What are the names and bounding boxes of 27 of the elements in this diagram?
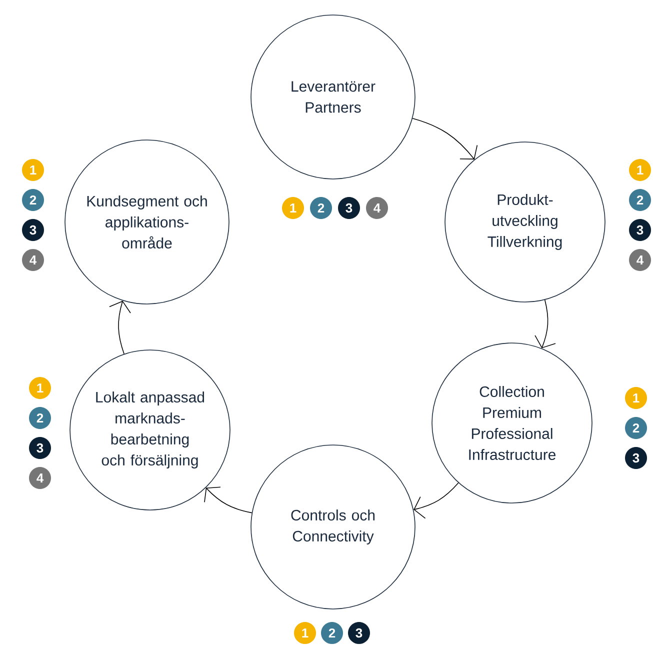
number-badge: 2 [29,407,51,429]
number-badge: 4 [629,249,651,271]
number-badge: 1 [29,377,51,399]
number-badge: 1 [282,197,304,219]
number-badge: 4 [22,249,44,271]
number-badge: 2 [310,197,332,219]
number-badge: 3 [625,447,647,469]
number-badge: 3 [22,219,44,241]
arrow [204,486,252,514]
number-badge: 3 [348,622,370,644]
number-badge: 2 [629,189,651,211]
number-badge: 4 [366,197,388,219]
number-badge: 1 [22,159,44,181]
number-badge: 4 [29,467,51,489]
arrow [414,482,459,519]
number-badge: 1 [625,387,647,409]
number-badge: 2 [321,622,343,644]
number-badge: 3 [629,219,651,241]
number-badge: 2 [625,417,647,439]
number-badge: 3 [29,437,51,459]
number-badge: 1 [294,622,316,644]
arrow [109,300,131,354]
number-badge: 3 [338,197,360,219]
number-badge: 2 [22,189,44,211]
number-badge: 1 [629,159,651,181]
arrow [412,118,478,160]
arrow [534,300,556,348]
